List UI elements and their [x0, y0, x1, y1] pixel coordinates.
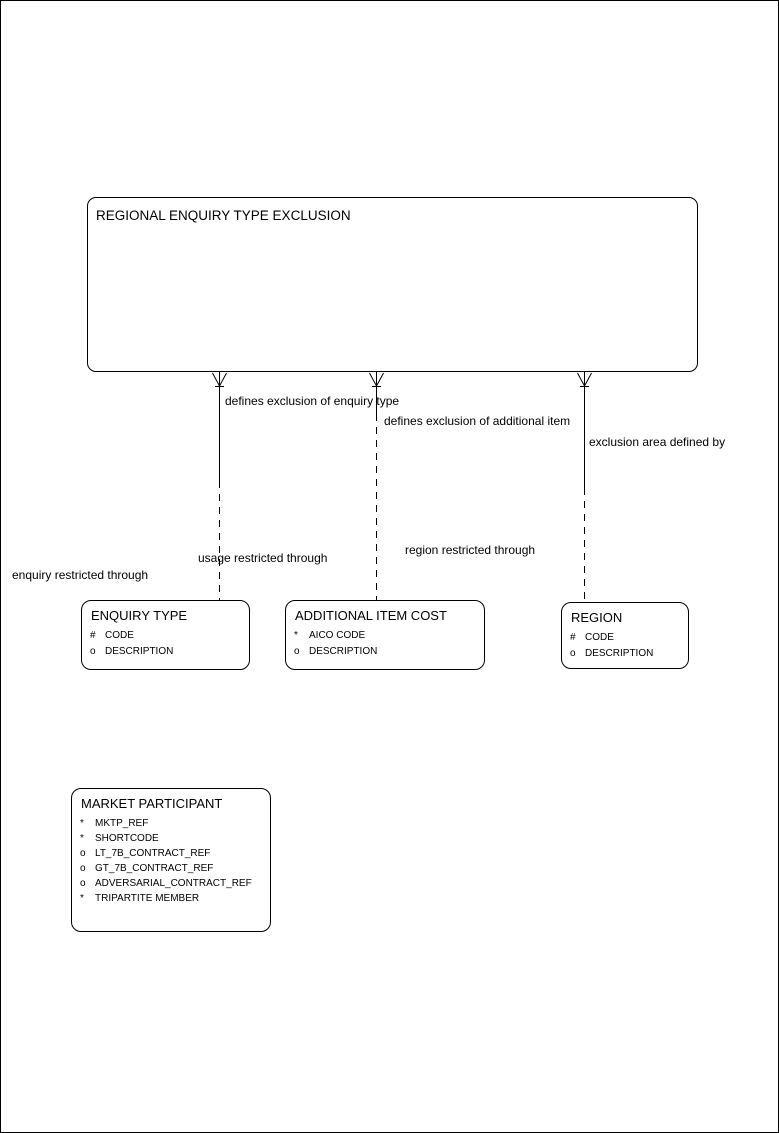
attribute-row: o ADVERSARIAL_CONTRACT_REF	[72, 876, 270, 891]
entity-region[interactable]: REGION # CODE o DESCRIPTION	[561, 602, 689, 669]
entity-market-participant[interactable]: MARKET PARTICIPANT * MKTP_REF * SHORTCOD…	[71, 788, 271, 932]
attribute-row: # CODE	[82, 628, 249, 644]
relationship-child-label-region: region restricted through	[405, 543, 536, 557]
attribute-name: DESCRIPTION	[309, 646, 378, 657]
attribute-marker: *	[294, 630, 298, 641]
attribute-marker: o	[90, 646, 96, 657]
relationship-child-label-enquiry-type: enquiry restricted through	[12, 568, 149, 582]
attribute-marker: o	[570, 648, 576, 659]
entity-title: REGION	[571, 610, 623, 625]
attribute-marker: *	[80, 833, 84, 844]
attribute-row: o DESCRIPTION	[286, 644, 484, 660]
entity-title: REGIONAL ENQUIRY TYPE EXCLUSION	[96, 208, 351, 223]
attribute-marker: *	[80, 818, 84, 829]
attribute-name: LT_7B_CONTRACT_REF	[95, 848, 211, 859]
attribute-marker: o	[80, 848, 86, 859]
attribute-row: o DESCRIPTION	[562, 646, 688, 662]
entity-title: MARKET PARTICIPANT	[81, 796, 223, 811]
entity-title: ADDITIONAL ITEM COST	[295, 608, 447, 623]
attribute-marker: o	[80, 878, 86, 889]
attribute-name: CODE	[105, 630, 134, 641]
entity-regional-enquiry-type-exclusion[interactable]: REGIONAL ENQUIRY TYPE EXCLUSION	[87, 197, 698, 372]
attribute-row: o LT_7B_CONTRACT_REF	[72, 846, 270, 861]
attribute-row: * AICO CODE	[286, 628, 484, 644]
attribute-name: TRIPARTITE MEMBER	[95, 893, 200, 904]
attribute-name: MKTP_REF	[95, 818, 149, 829]
connector-additional-item-cost	[369, 372, 384, 600]
attribute-marker: #	[90, 630, 96, 641]
attribute-name: CODE	[585, 632, 614, 643]
attribute-marker: #	[570, 632, 576, 643]
attribute-row: # CODE	[562, 630, 688, 646]
attribute-name: GT_7B_CONTRACT_REF	[95, 863, 214, 874]
attribute-marker: o	[294, 646, 300, 657]
connector-region	[577, 372, 592, 602]
relationship-parent-label-enquiry-type: defines exclusion of enquiry type	[225, 394, 400, 408]
entity-title: ENQUIRY TYPE	[91, 608, 188, 623]
connector-enquiry-type	[212, 372, 227, 600]
entity-additional-item-cost[interactable]: ADDITIONAL ITEM COST * AICO CODE o DESCR…	[285, 600, 485, 670]
attribute-marker: o	[80, 863, 86, 874]
attribute-row: o DESCRIPTION	[82, 644, 249, 660]
attribute-marker: *	[80, 893, 84, 904]
attribute-name: DESCRIPTION	[585, 648, 654, 659]
attribute-row: * SHORTCODE	[72, 831, 270, 846]
attribute-name: DESCRIPTION	[105, 646, 174, 657]
attribute-row: * TRIPARTITE MEMBER	[72, 891, 270, 906]
relationship-child-label-additional-item-cost: usage restricted through	[198, 551, 328, 565]
attribute-name: ADVERSARIAL_CONTRACT_REF	[95, 878, 252, 889]
entity-enquiry-type[interactable]: ENQUIRY TYPE # CODE o DESCRIPTION	[81, 600, 250, 670]
attribute-row: * MKTP_REF	[72, 816, 270, 831]
attribute-name: AICO CODE	[309, 630, 366, 641]
attribute-row: o GT_7B_CONTRACT_REF	[72, 861, 270, 876]
relationship-parent-label-additional-item-cost: defines exclusion of additional item	[384, 414, 571, 428]
relationship-parent-label-region: exclusion area defined by	[589, 435, 726, 449]
attribute-name: SHORTCODE	[95, 833, 159, 844]
